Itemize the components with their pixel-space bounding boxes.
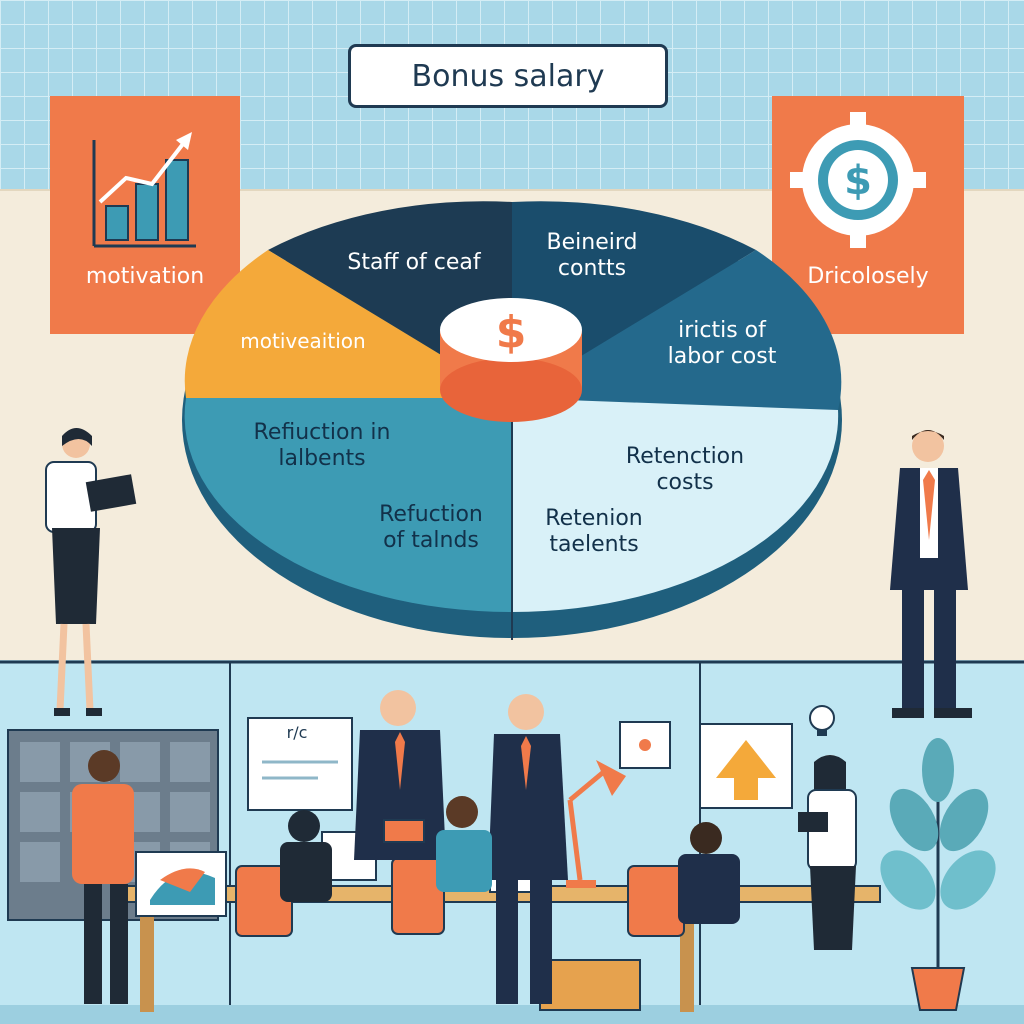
man-in-suit	[890, 430, 972, 718]
pie-slice-retention	[512, 398, 839, 612]
woman-standing-office	[798, 755, 857, 950]
pie-label-labor: irictis of labor cost	[667, 318, 777, 369]
growth-chart-icon	[92, 132, 196, 248]
pie-slice-motivation	[184, 250, 513, 398]
seated-worker	[678, 822, 740, 924]
svg-text:$: $	[496, 307, 527, 358]
woman-with-tablet	[45, 428, 137, 716]
pie-label-retention-costs: Retenction costs	[625, 444, 745, 495]
svg-text:$: $	[844, 158, 872, 204]
desk-lamp	[566, 760, 626, 888]
manager-left	[354, 690, 446, 860]
manager-right	[488, 694, 568, 1004]
pie-label-motivation: motiveaition	[240, 329, 366, 353]
seated-worker	[436, 796, 492, 892]
boxes	[539, 959, 641, 1011]
pie-label-retention-talents: Retenion taelents	[545, 506, 643, 557]
pie-slice-reduction	[184, 398, 512, 613]
wall-screen	[247, 717, 353, 811]
plant-icon	[880, 738, 996, 1011]
pie-label-reduction-talnds: Refuction of talnds	[379, 502, 483, 553]
pie-label-benefit: Beineird contts	[546, 230, 638, 281]
pie-label-staff: Staff of ceaf	[347, 250, 481, 275]
left-panel-label: motivation	[85, 264, 205, 289]
pie-slice-labor	[512, 250, 842, 410]
lightbulb-icon	[809, 705, 835, 736]
screen-text: r/c	[286, 723, 308, 742]
dollar-gear-icon: $	[790, 112, 926, 248]
page-title: Bonus salary	[348, 44, 668, 108]
dollar-icon: $	[440, 298, 582, 422]
chair	[627, 865, 685, 937]
pie-label-reduction-talents: Refiuction in lalbents	[253, 420, 391, 471]
right-panel-label: Dricolosely	[807, 264, 929, 289]
seated-worker	[280, 810, 332, 902]
office-worker	[72, 750, 134, 1004]
